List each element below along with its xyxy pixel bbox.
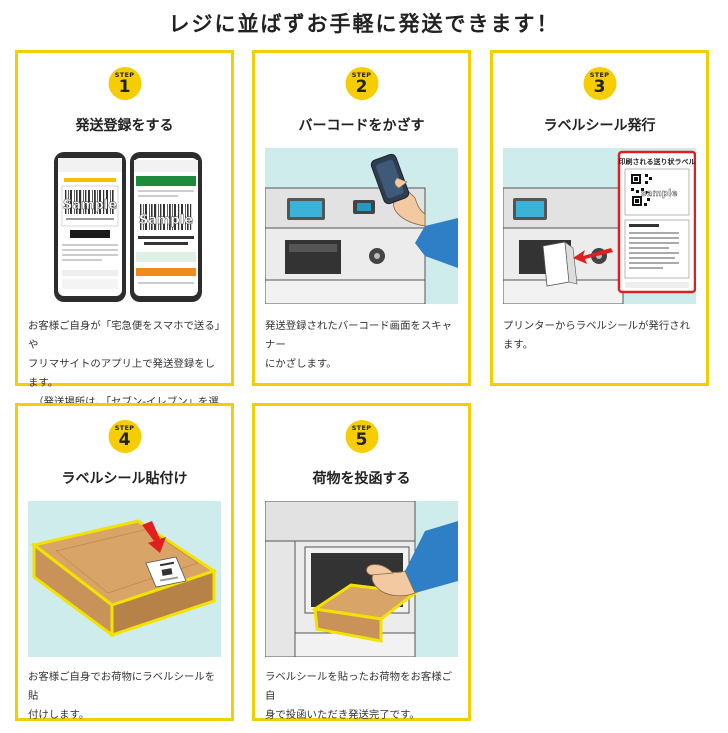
- step-label: STEP: [351, 424, 372, 432]
- step-label: STEP: [351, 71, 372, 79]
- step-label: STEP: [114, 71, 135, 79]
- smartphone-right-image: Sample: [130, 152, 202, 302]
- shipping-label-image: [145, 556, 187, 588]
- desc-line: ラベルシールを貼ったお荷物をお客様ご自: [265, 671, 453, 702]
- desc-line: 身で投函いただき発送完了です。: [265, 709, 420, 721]
- desc-line: 発送登録されたバーコード画面をスキャナー: [265, 320, 453, 351]
- desc-line: プリンターからラベルシールが発行されます。: [503, 320, 691, 351]
- step-illustration: [265, 148, 458, 304]
- step-card-2: STEP 2 バーコードをかざす: [252, 50, 471, 386]
- step-card-4: STEP 4 ラベルシール貼付け お客様ご自身でお荷物にラベルシールを貼 付けし…: [15, 403, 234, 721]
- step-description: ラベルシールを貼ったお荷物をお客様ご自 身で投函いただき発送完了です。: [265, 668, 461, 725]
- step-number: 3: [593, 77, 606, 97]
- step-title: バーコードをかざす: [298, 118, 425, 134]
- step-illustration: [265, 501, 458, 657]
- step-badge: STEP 5: [345, 420, 378, 453]
- step-title: 発送登録をする: [75, 118, 174, 134]
- step-description: 発送登録されたバーコード画面をスキャナー にかざします。: [265, 317, 461, 374]
- step-badge: STEP 1: [108, 67, 141, 100]
- red-arrow-icon: [142, 521, 166, 553]
- desc-line: お客様ご自身が「宅急便をスマホで送る」や: [28, 320, 220, 351]
- multicopy-machine-image: [503, 187, 624, 304]
- page-title: レジに並ばずお手軽に発送できます！: [168, 12, 560, 36]
- step-illustration: 印刷される送り状ラベル sample: [503, 148, 696, 304]
- red-arrow-icon: [573, 248, 613, 264]
- desc-line: にかざします。: [265, 358, 337, 370]
- cardboard-box-image: [30, 519, 218, 638]
- step-number: 1: [118, 77, 131, 97]
- svg-text:Sample: Sample: [139, 213, 193, 228]
- step-title: 荷物を投函する: [312, 471, 411, 487]
- label-paper-image: [542, 241, 578, 287]
- hand-holding-phone-image: [370, 153, 458, 268]
- step-label: STEP: [114, 424, 135, 432]
- desc-line: 付けします。: [28, 709, 90, 721]
- step-badge: STEP 2: [345, 67, 378, 100]
- step-badge: STEP 4: [108, 420, 141, 453]
- smartphone-left-image: Sample: [54, 152, 126, 302]
- desc-line: お客様ご自身でお荷物にラベルシールを貼: [28, 671, 216, 702]
- desc-line: フリマサイトのアプリ上で発送登録をします。: [28, 358, 216, 389]
- step-description: お客様ご自身でお荷物にラベルシールを貼 付けします。: [28, 668, 224, 725]
- step-card-1: STEP 1 発送登録をする Sample: [15, 50, 234, 427]
- svg-text:Sample: Sample: [63, 198, 117, 213]
- step-title: ラベルシール貼付け: [61, 471, 188, 487]
- hand-pushing-parcel-image: [366, 521, 458, 597]
- label-header-text: 印刷される送り状ラベル: [619, 157, 696, 166]
- step-illustration: Sample: [28, 148, 221, 304]
- printed-label-image: 印刷される送り状ラベル sample: [617, 150, 696, 294]
- step-label: STEP: [589, 71, 610, 79]
- step-description: プリンターからラベルシールが発行されます。: [503, 317, 699, 355]
- step-number: 2: [355, 77, 368, 97]
- step-illustration: [28, 501, 221, 657]
- step-number: 4: [118, 430, 131, 450]
- label-sample-text: sample: [641, 189, 677, 199]
- step-title: ラベルシール発行: [543, 118, 656, 134]
- step-number: 5: [355, 430, 368, 450]
- step-badge: STEP 3: [583, 67, 616, 100]
- step-card-3: STEP 3 ラベルシール発行 印刷される送り状ラベル: [490, 50, 709, 386]
- step-card-5: STEP 5 荷物を投函する ラベルシールを貼ったお荷: [252, 403, 471, 721]
